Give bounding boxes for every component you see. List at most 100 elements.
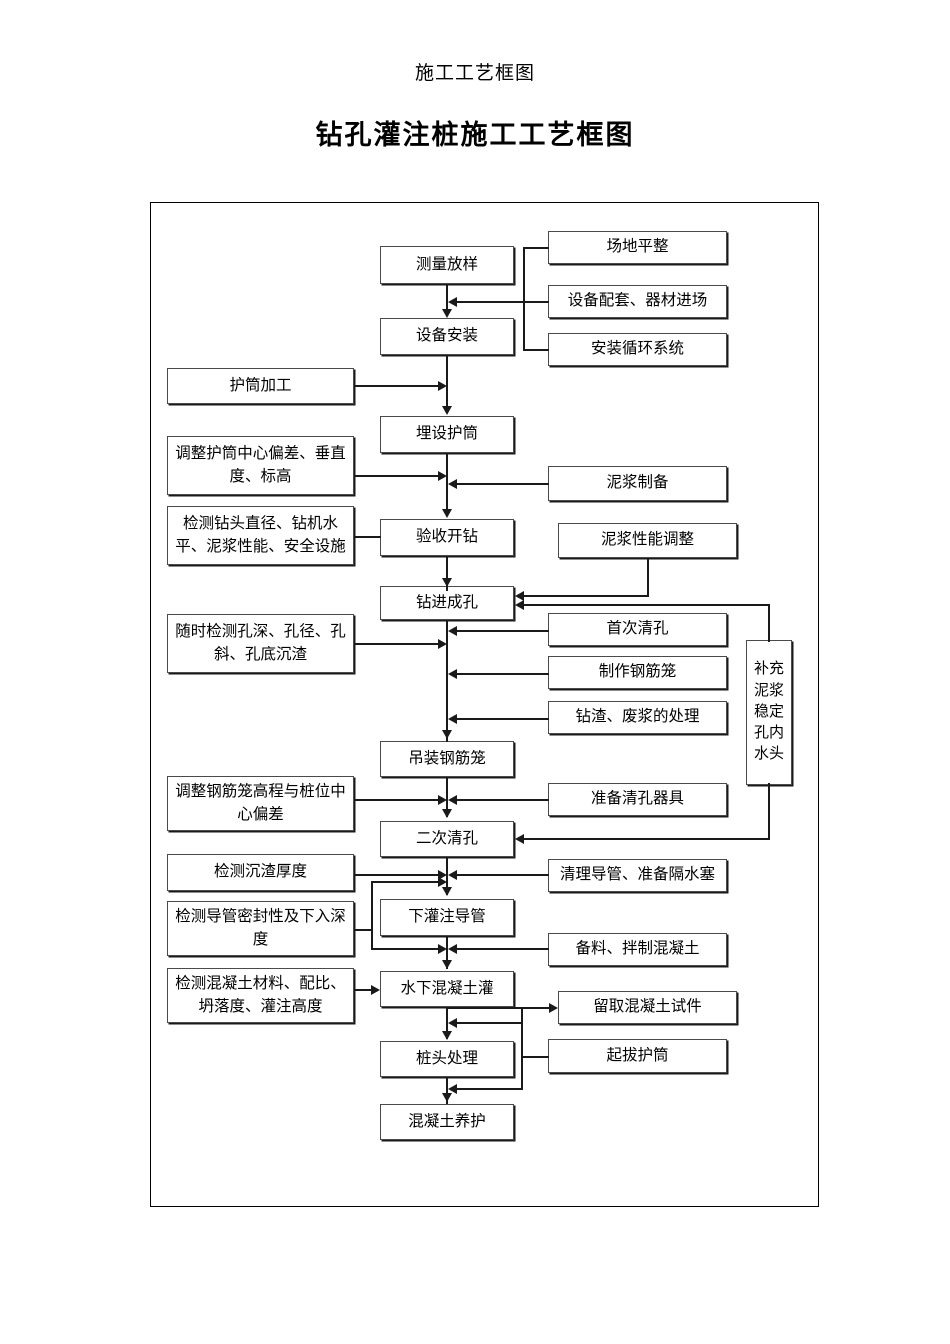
edge-hutongjiagong-to-spine: [354, 385, 442, 387]
edge-liuqu-return-v: [521, 1007, 523, 1023]
node-jiance-chenzha-houdu[interactable]: 检测沉渣厚度: [167, 854, 354, 891]
edge-jiancechenzha-to-spine: [354, 874, 442, 876]
node-shebei-anzhuang[interactable]: 设备安装: [380, 318, 514, 355]
node-maishe-hutong[interactable]: 埋设护筒: [380, 416, 514, 453]
edge-tiaozhenggangjin-to-spine: [354, 799, 442, 801]
edge-tiaozhenghutong-to-spine: [354, 475, 442, 477]
node-hutong-jiagong[interactable]: 护筒加工: [167, 368, 354, 404]
edge-jiancehunningtu-to-spine: [354, 989, 376, 991]
edge-top-right-bus: [523, 247, 525, 350]
edge-yanshou-to-zuanjin: [446, 556, 448, 591]
node-qiba-hutong[interactable]: 起拔护筒: [548, 1039, 727, 1073]
arrowhead-jiancechenzha: [438, 869, 447, 880]
edge-zuanjin-to-diaozhuang: [446, 620, 448, 742]
arrowhead-to-zhuangtou: [441, 1031, 452, 1040]
node-zuanjin-chengkong[interactable]: 钻进成孔: [380, 586, 514, 620]
arrowhead-buchong-down: [515, 833, 524, 844]
edge-nijiangzhibei-to-spine: [453, 483, 549, 485]
edge-anzhuangxh-to-bus: [523, 349, 549, 351]
node-liuqu-hunningtu-shijian[interactable]: 留取混凝土试件: [558, 991, 737, 1024]
node-anzhuang-xunhuan-xitong[interactable]: 安装循环系统: [548, 333, 727, 366]
arrowhead-buchong-up: [515, 599, 524, 610]
arrowhead-hutongjiagong: [438, 380, 447, 391]
edge-zhizuo-to-spine: [453, 673, 549, 675]
arrowhead-to-zuanjin: [441, 578, 452, 587]
flowchart-frame: 测量放样 设备安装 埋设护筒 验收开钻 钻进成孔 吊装钢筋笼 二次清孔 下灌注导…: [150, 202, 819, 1207]
arrowhead-bus-to-spine: [448, 296, 457, 307]
node-diaozhuang-gangjinlong[interactable]: 吊装钢筋笼: [380, 741, 514, 777]
arrowhead-to-yanghu: [441, 1093, 452, 1102]
edge-shouci-to-spine: [453, 630, 549, 632]
node-qingli-daoguan-gerushuisai[interactable]: 清理导管、准备隔水塞: [548, 859, 727, 892]
node-shuixia-hunningtu-guan[interactable]: 水下混凝土灌: [380, 971, 514, 1007]
arrowhead-beiliao: [448, 943, 457, 954]
node-yanshou-kaizuan[interactable]: 验收开钻: [380, 519, 514, 556]
arrowhead-to-xiaguan: [441, 887, 452, 896]
node-xia-guanzhu-daoguan[interactable]: 下灌注导管: [380, 899, 514, 936]
edge-jiancezuantou-to-yanshou: [354, 536, 381, 538]
node-changdi-pingzheng[interactable]: 场地平整: [548, 231, 727, 264]
edge-qinglidaoguan-to-spine: [453, 874, 549, 876]
node-shebei-peitao-qicai-jinchang[interactable]: 设备配套、器材进场: [548, 285, 727, 318]
arrowhead-zuanzha: [448, 713, 457, 724]
edge-buchong-down-left: [521, 838, 770, 840]
node-zhunbei-qingkong-qiju[interactable]: 准备清孔器具: [548, 783, 727, 816]
edge-beiliao-to-spine: [453, 948, 549, 950]
edge-liuqu-return-h: [453, 1022, 523, 1024]
arrowhead-shouci: [448, 625, 457, 636]
arrowhead-to-yanshou: [441, 509, 452, 518]
edge-buchong-down: [768, 783, 770, 839]
edge-nijiangxn-left: [521, 595, 649, 597]
node-nijiang-xingneng-tiaozheng[interactable]: 泥浆性能调整: [558, 523, 737, 558]
arrowhead-tiaozhenghutong: [438, 470, 447, 481]
edge-jiancedaoguan-top-to-spine: [371, 881, 442, 883]
node-zhizuo-gangjinlong[interactable]: 制作钢筋笼: [548, 656, 727, 689]
arrowhead-qinglidaoguan: [448, 869, 457, 880]
arrowhead-to-diaozhuang: [441, 730, 452, 739]
arrowhead-zhunbei: [448, 794, 457, 805]
arrowhead-tiaozhenggangjin: [438, 794, 447, 805]
node-tiaozheng-gangjinlong-gaocheng[interactable]: 调整钢筋笼高程与桩位中心偏差: [167, 776, 354, 831]
node-shouci-qingkong[interactable]: 首次清孔: [548, 613, 727, 646]
page-title: 钻孔灌注桩施工工艺框图: [315, 120, 635, 150]
arrowhead-nijiangxn: [515, 590, 524, 601]
node-buchong-nijiang-wentding-kongnei-shuitou[interactable]: 补充泥浆稳定孔内水头: [746, 640, 792, 785]
node-jiance-hunningtu-cailiao[interactable]: 检测混凝土材料、配比、坍落度、灌注高度: [167, 968, 354, 1023]
node-zuanzha-feijiang-chuli[interactable]: 钻渣、废浆的处理: [548, 701, 727, 734]
edge-changdi-to-bus: [523, 247, 549, 249]
arrowhead-to-erci: [441, 809, 452, 818]
arrowhead-to-shuixia: [441, 960, 452, 969]
edge-right-loop-v: [521, 1022, 523, 1089]
edge-buchong-up-left: [521, 604, 770, 606]
node-jiance-zuantou-zhijing[interactable]: 检测钻头直径、钻机水平、泥浆性能、安全设施: [167, 506, 354, 565]
node-celiang-fangyang[interactable]: 测量放样: [380, 246, 514, 284]
edge-shuixia-to-zhuangtou: [446, 1007, 448, 1039]
document-header-title: 施工工艺框图: [414, 63, 535, 84]
edge-zuanzha-to-spine: [453, 718, 549, 720]
edge-nijiangxn-down: [647, 558, 649, 596]
node-tiaozheng-hutong-zhongxin-piancha[interactable]: 调整护筒中心偏差、垂直度、标高: [167, 436, 354, 495]
edge-jiancedaoguan-bracket: [371, 881, 373, 949]
node-zhuangtou-chuli[interactable]: 桩头处理: [380, 1041, 514, 1077]
arrowhead-nijiangzhibei: [448, 478, 457, 489]
node-jiance-daoguan-mifengxing[interactable]: 检测导管密封性及下入深度: [167, 901, 354, 956]
arrowhead-to-liuqu: [549, 1002, 558, 1013]
node-erci-qingkong[interactable]: 二次清孔: [380, 821, 514, 857]
node-beiliao-banzhi-hunningtu[interactable]: 备料、拌制混凝土: [548, 933, 727, 966]
edge-shuixia-to-liuqu: [446, 1007, 556, 1009]
edge-bus-to-spine: [453, 301, 549, 303]
edge-jiancedaoguan-bot-to-spine: [371, 948, 442, 950]
arrowhead-jiancedaoguan-bot: [438, 943, 447, 954]
arrowhead-suishi: [438, 638, 447, 649]
arrowhead-zhizuo: [448, 668, 457, 679]
arrowhead-jiancedaoguan-top: [438, 876, 447, 887]
node-hunningtu-yanghu[interactable]: 混凝土养护: [380, 1104, 514, 1140]
edge-jiancedaoguan-stub: [354, 929, 372, 931]
edge-zhunbei-to-spine: [453, 799, 549, 801]
edge-buchong-up: [768, 604, 770, 642]
node-suishi-jiance-kongshen[interactable]: 随时检测孔深、孔径、孔斜、孔底沉渣: [167, 614, 354, 673]
node-nijiang-zhibei[interactable]: 泥浆制备: [548, 466, 727, 501]
arrowhead-to-maishe: [441, 406, 452, 415]
arrowhead-jiancehunningtu: [371, 984, 380, 995]
edge-maishe-to-yanshou: [446, 453, 448, 514]
